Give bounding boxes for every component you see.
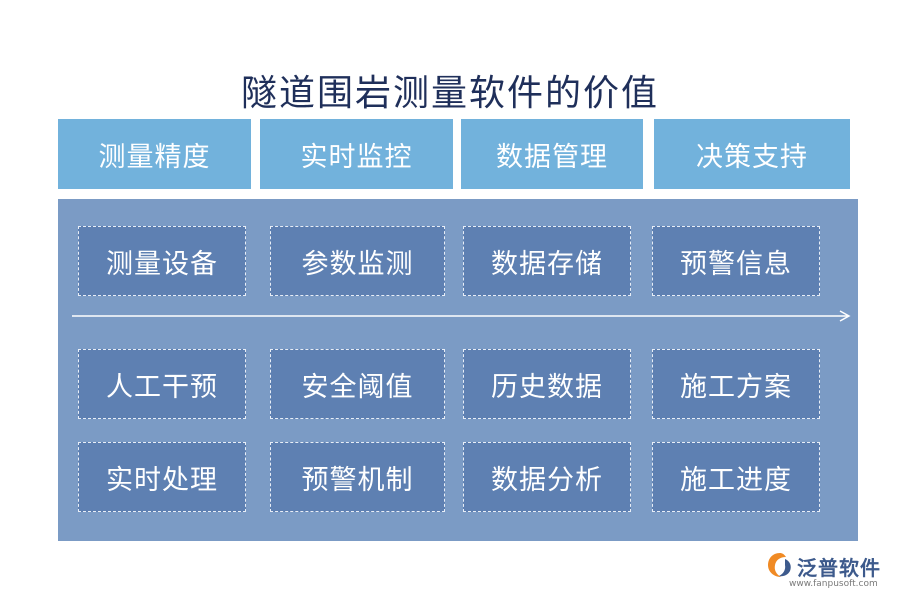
cell-warning-mechanism: 预警机制 (270, 442, 445, 512)
cell-construction-progress: 施工进度 (652, 442, 820, 512)
brand-logo-icon (768, 553, 791, 577)
category-box-precision: 测量精度 (58, 119, 251, 189)
cell-construction-plan: 施工方案 (652, 349, 820, 419)
category-box-realtime-monitoring: 实时监控 (260, 119, 453, 189)
flow-arrow (72, 310, 851, 322)
cell-data-storage: 数据存储 (463, 226, 631, 296)
category-box-decision-support: 决策支持 (654, 119, 850, 189)
cell-data-analysis: 数据分析 (463, 442, 631, 512)
cell-realtime-processing: 实时处理 (78, 442, 246, 512)
brand-logo: 泛普软件 www.fanpusoft.com (763, 550, 893, 596)
cell-historical-data: 历史数据 (463, 349, 631, 419)
cell-manual-intervention: 人工干预 (78, 349, 246, 419)
cell-warning-info: 预警信息 (652, 226, 820, 296)
cell-parameter-monitoring: 参数监测 (270, 226, 445, 296)
brand-url: www.fanpusoft.com (789, 579, 878, 589)
category-box-data-management: 数据管理 (461, 119, 643, 189)
cell-measurement-equipment: 测量设备 (78, 226, 246, 296)
cell-safety-threshold: 安全阈值 (270, 349, 445, 419)
diagram-title: 隧道围岩测量软件的价值 (240, 73, 659, 114)
brand-name: 泛普软件 (797, 556, 881, 580)
